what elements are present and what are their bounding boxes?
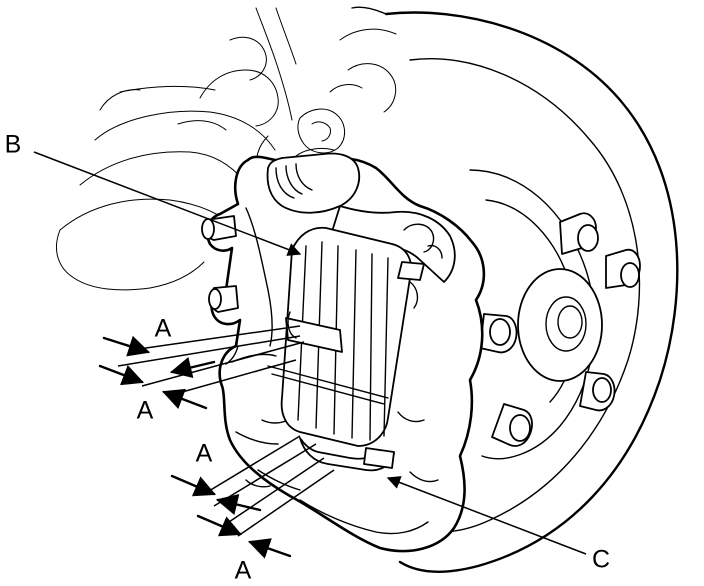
force-arrow — [161, 388, 208, 410]
force-arrow — [169, 356, 216, 379]
callout-a-leaders — [98, 325, 335, 559]
hub-flange — [517, 268, 603, 382]
force-arrow — [170, 474, 216, 497]
callout-a-label: A — [234, 556, 252, 585]
force-arrow — [98, 364, 145, 386]
brake-pads — [267, 226, 425, 472]
force-arrow — [215, 493, 262, 516]
callout-b-label: B — [4, 130, 22, 159]
outer-brake-pad — [280, 226, 413, 447]
force-arrow — [247, 538, 292, 559]
callout-b-leader — [33, 151, 302, 256]
force-arrow — [102, 335, 151, 357]
force-arrow — [196, 514, 242, 537]
callout-a-label: A — [136, 396, 154, 425]
callout-a-label: A — [154, 314, 172, 343]
brake-disc — [351, 6, 679, 573]
callout-c-leader — [386, 476, 587, 555]
wheel-studs — [479, 212, 641, 447]
callout-a-label: A — [195, 439, 213, 468]
callout-c-label: C — [591, 545, 611, 574]
